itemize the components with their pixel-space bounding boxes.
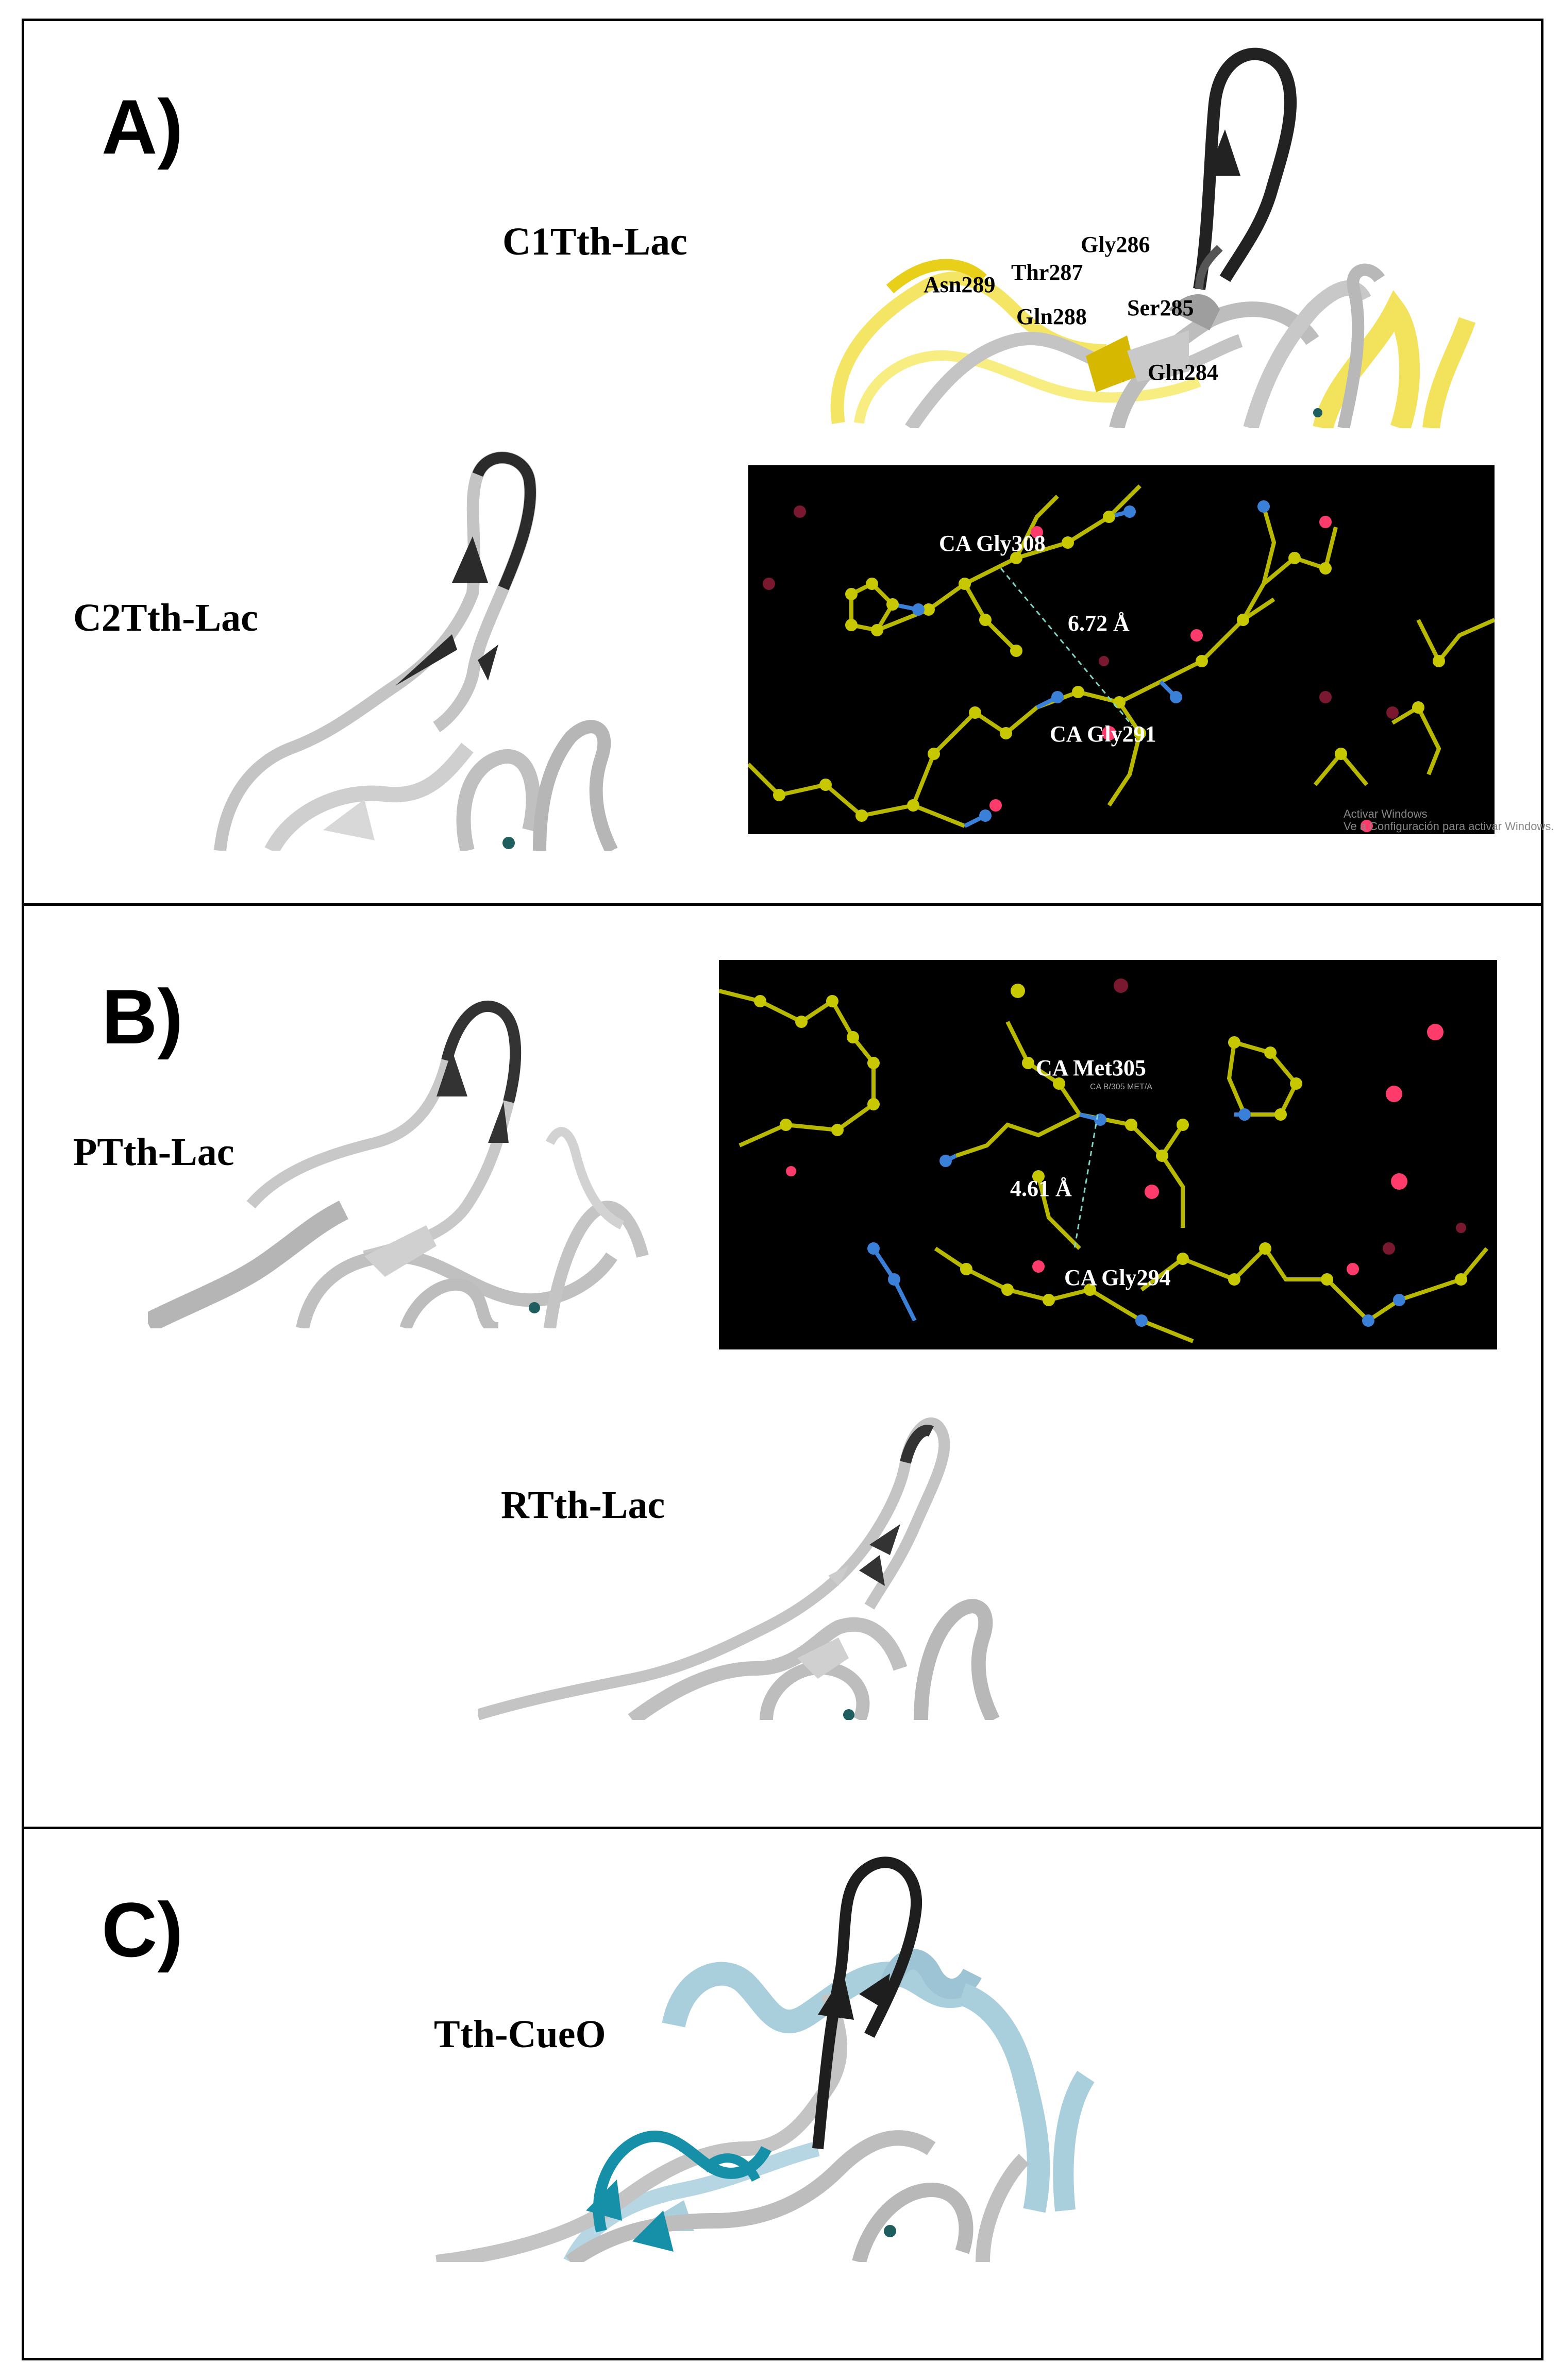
rtth-lac-label: RTth-Lac: [501, 1483, 665, 1527]
panel-b-letter: B): [102, 973, 183, 1060]
ptth-lac-label: PTth-Lac: [73, 1130, 234, 1174]
inset-b-distance-label: 4.61 Å: [1010, 1176, 1072, 1201]
windows-activation-watermark: Activar Windows Ve a Configuración para …: [1344, 807, 1554, 833]
residue-thr287: Thr287: [1011, 260, 1083, 285]
inset-b-atom1-label: CA Met305: [1036, 1055, 1146, 1081]
inset-b-atom2-label: CA Gly294: [1064, 1265, 1171, 1290]
tth-cueo-structure: [435, 1856, 1095, 2262]
c2tth-lac-label: C2Tth-Lac: [73, 596, 258, 639]
tth-cueo-label: Tth-CueO: [434, 2013, 606, 2056]
watermark-line-2: Ve a Configuración para activar Windows.: [1344, 820, 1554, 833]
ptth-lac-structure: [148, 1001, 649, 1328]
panel-b: B) PTth-Lac RTth-Lac: [22, 903, 1543, 1829]
residue-ser285: Ser285: [1127, 295, 1194, 320]
inset-a-structure-view: CA Gly308 6.72 Å CA Gly291 Activar Windo…: [747, 465, 1554, 834]
residue-gln284: Gln284: [1148, 360, 1218, 385]
panel-c: C) Tth-CueO: [22, 1827, 1543, 2360]
residue-asn289: Asn289: [924, 272, 996, 297]
inset-a-atom1-label: CA Gly308: [939, 531, 1046, 556]
panel-a-letter: A): [102, 83, 183, 170]
panel-c-letter: C): [102, 1886, 183, 1973]
c2tth-lac-structure: [214, 451, 618, 851]
watermark-line-1: Activar Windows: [1344, 807, 1428, 820]
residue-gln288: Gln288: [1016, 304, 1087, 329]
inset-b-small-tag: CA B/305 MET/A: [1090, 1083, 1152, 1091]
panel-a: A) C1Tth-Lac C2Tth-Lac Gly286 Asn289 Thr…: [22, 19, 1554, 906]
rtth-lac-structure: [478, 1417, 1000, 1720]
inset-a-distance-label: 6.72 Å: [1068, 611, 1130, 636]
residue-gly286: Gly286: [1081, 232, 1150, 257]
inset-b-ball-stick: [718, 978, 1489, 1343]
c1tth-lac-structure: [830, 47, 1476, 428]
inset-a-atom2-label: CA Gly291: [1050, 721, 1156, 747]
inset-a-ball-stick: [747, 484, 1496, 832]
c1tth-lac-label: C1Tth-Lac: [502, 220, 687, 263]
inset-b-structure-view: CA Met305 CA B/305 MET/A 4.61 Å CA Gly29…: [718, 960, 1497, 1349]
